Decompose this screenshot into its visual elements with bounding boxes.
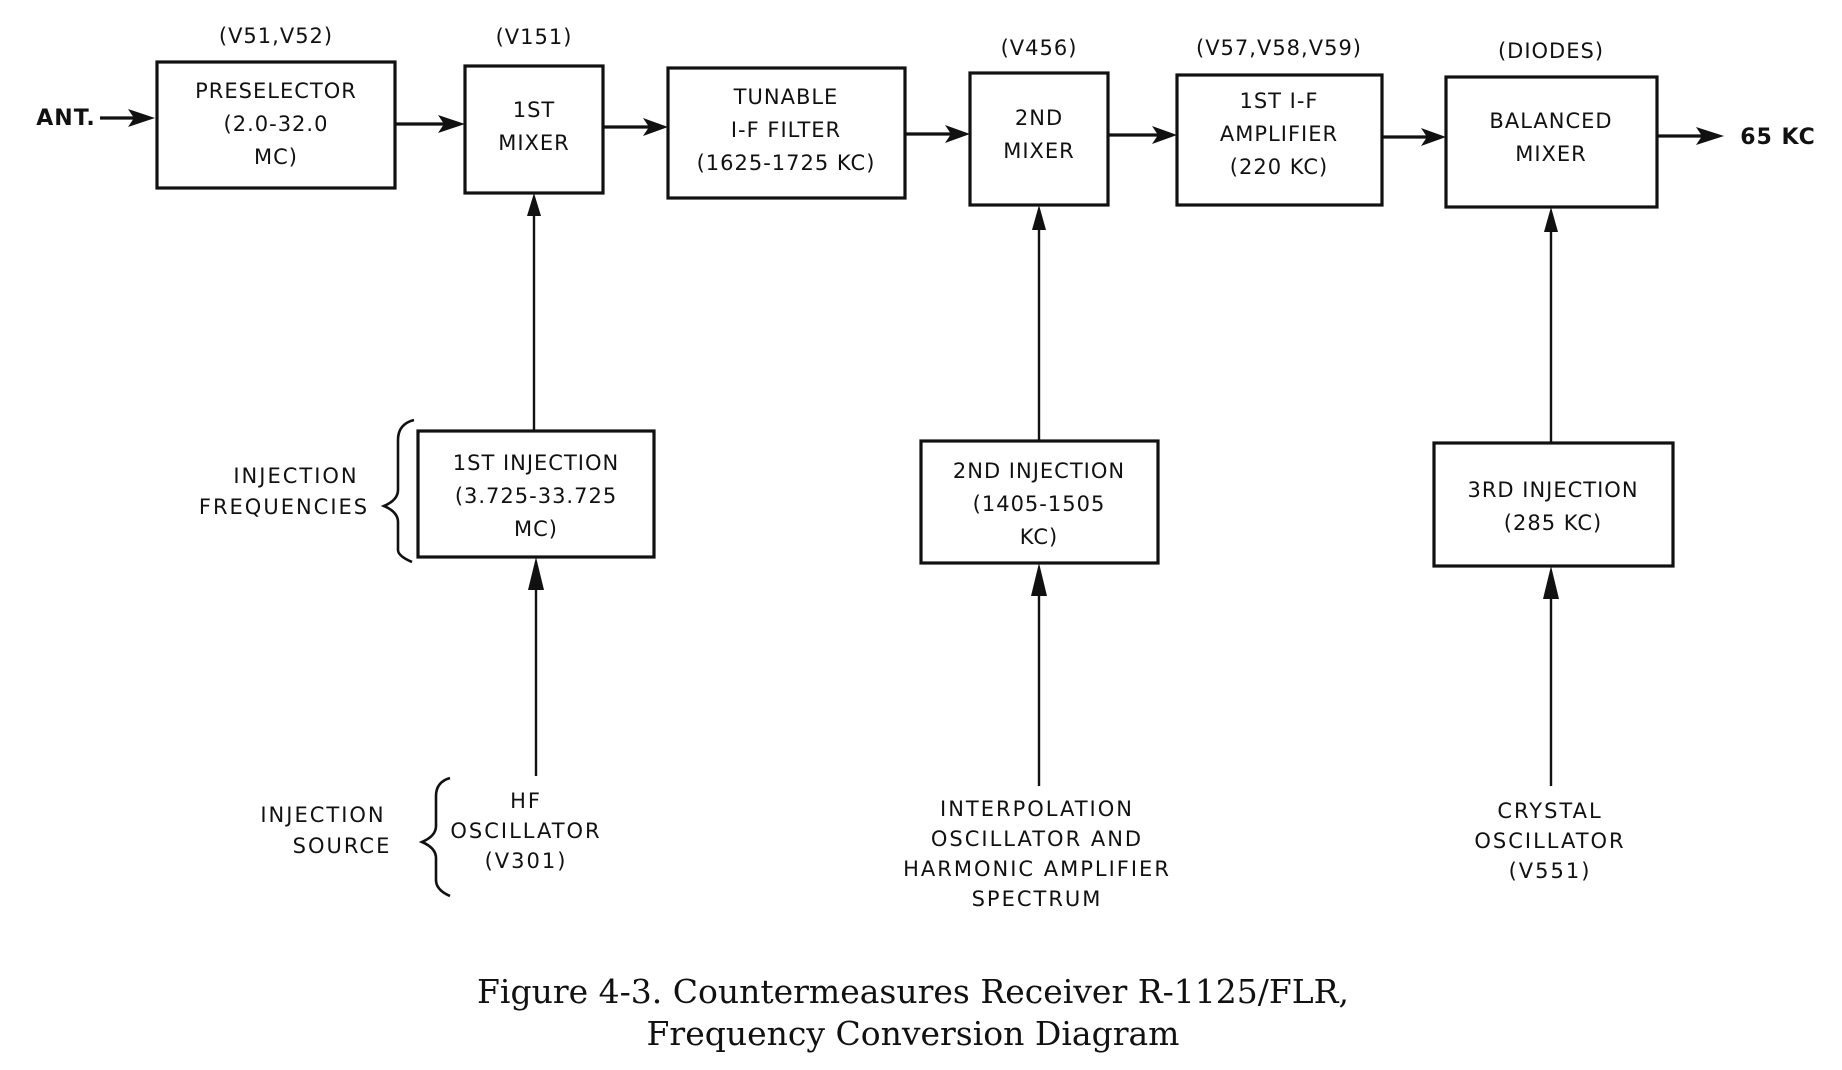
source-text: (V301) (485, 849, 568, 873)
figure-caption-line2: Frequency Conversion Diagram (647, 1014, 1180, 1053)
block-text: MIXER (498, 131, 570, 155)
brace-icon (418, 776, 451, 898)
figure-caption-line1: Figure 4-3. Countermeasures Receiver R-1… (477, 972, 1349, 1011)
block-text: MIXER (1003, 139, 1075, 163)
block-text: (1405-1505 (973, 492, 1106, 516)
tube-label: (V456) (1001, 36, 1078, 60)
signal-arrow (395, 115, 465, 133)
block-tunable-if-filter: TUNABLE I-F FILTER (1625-1725 KC) (666, 66, 907, 200)
block-text: 1ST INJECTION (453, 451, 619, 475)
block-text: (2.0-32.0 (224, 112, 329, 136)
injection-arrow-1-to-mixer (527, 193, 541, 431)
annotation-text: SOURCE (293, 834, 392, 858)
tube-label: (DIODES) (1498, 39, 1604, 63)
annotation-text: FREQUENCIES (199, 495, 369, 519)
source-text: SPECTRUM (972, 887, 1103, 911)
block-text: MC) (254, 145, 298, 169)
block-2nd-injection: 2ND INJECTION (1405-1505 KC) (919, 439, 1160, 565)
block-text: 1ST I-F (1239, 89, 1318, 113)
block-1st-if-amplifier: (V57,V58,V59) 1ST I-F AMPLIFIER (220 KC) (1175, 36, 1384, 207)
output-label: 65 KC (1740, 125, 1815, 150)
signal-arrow-out (1657, 127, 1724, 145)
block-text: 2ND INJECTION (953, 459, 1125, 483)
block-3rd-injection: 3RD INJECTION (285 KC) (1432, 441, 1675, 568)
annotation-text: INJECTION (260, 803, 385, 827)
injection-arrow-2-to-mixer (1032, 205, 1046, 441)
injection-arrow-1-source (528, 557, 544, 776)
source-interpolation-oscillator: INTERPOLATION OSCILLATOR AND HARMONIC AM… (903, 797, 1171, 911)
signal-arrow (1108, 126, 1177, 144)
signal-arrow (905, 125, 970, 143)
block-text: MIXER (1515, 142, 1587, 166)
block-text: BALANCED (1489, 109, 1612, 133)
source-text: (V551) (1509, 859, 1592, 883)
signal-arrow (1382, 128, 1446, 146)
block-1st-mixer: (V151) 1ST MIXER (463, 25, 605, 195)
tube-label: (V51,V52) (219, 24, 333, 48)
source-text: OSCILLATOR (1474, 829, 1625, 853)
annotation-injection-frequencies: INJECTION FREQUENCIES (199, 418, 415, 564)
block-text: AMPLIFIER (1220, 122, 1338, 146)
block-text: MC) (514, 517, 558, 541)
block-text: (285 KC) (1504, 511, 1602, 535)
source-crystal-oscillator: CRYSTAL OSCILLATOR (V551) (1474, 799, 1625, 883)
source-text: HARMONIC AMPLIFIER (903, 857, 1171, 881)
block-text: (1625-1725 KC) (697, 151, 876, 175)
block-balanced-mixer: (DIODES) BALANCED MIXER (1444, 39, 1659, 209)
annotation-injection-source: INJECTION SOURCE (260, 776, 451, 898)
block-text: I-F FILTER (731, 118, 841, 142)
block-text: 3RD INJECTION (1467, 478, 1638, 502)
antenna-label: ANT. (36, 106, 95, 131)
signal-arrow (603, 118, 668, 136)
block-text: (220 KC) (1230, 155, 1328, 179)
tube-label: (V151) (496, 25, 573, 49)
injection-arrow-3-to-mixer (1544, 207, 1558, 443)
block-text: TUNABLE (733, 85, 839, 109)
source-text: HF (510, 789, 542, 813)
block-text: 1ST (513, 98, 556, 122)
tube-label: (V57,V58,V59) (1196, 36, 1362, 60)
brace-icon (380, 418, 415, 564)
injection-arrow-3-source (1543, 566, 1559, 786)
block-text: KC) (1020, 525, 1058, 549)
block-preselector: (V51,V52) PRESELECTOR (2.0-32.0 MC) (155, 24, 397, 190)
block-text: PRESELECTOR (195, 79, 357, 103)
injection-arrow-2-source (1031, 563, 1047, 786)
block-1st-injection: 1ST INJECTION (3.725-33.725 MC) (416, 429, 656, 559)
source-text: CRYSTAL (1497, 799, 1602, 823)
signal-arrow-ant (100, 109, 155, 127)
block-text: (3.725-33.725 (455, 484, 617, 508)
source-hf-oscillator: HF OSCILLATOR (V301) (450, 789, 601, 873)
annotation-text: INJECTION (233, 464, 358, 488)
block-text: 2ND (1015, 106, 1063, 130)
source-text: OSCILLATOR (450, 819, 601, 843)
block-2nd-mixer: (V456) 2ND MIXER (968, 36, 1110, 207)
source-text: INTERPOLATION (940, 797, 1134, 821)
source-text: OSCILLATOR AND (931, 827, 1143, 851)
